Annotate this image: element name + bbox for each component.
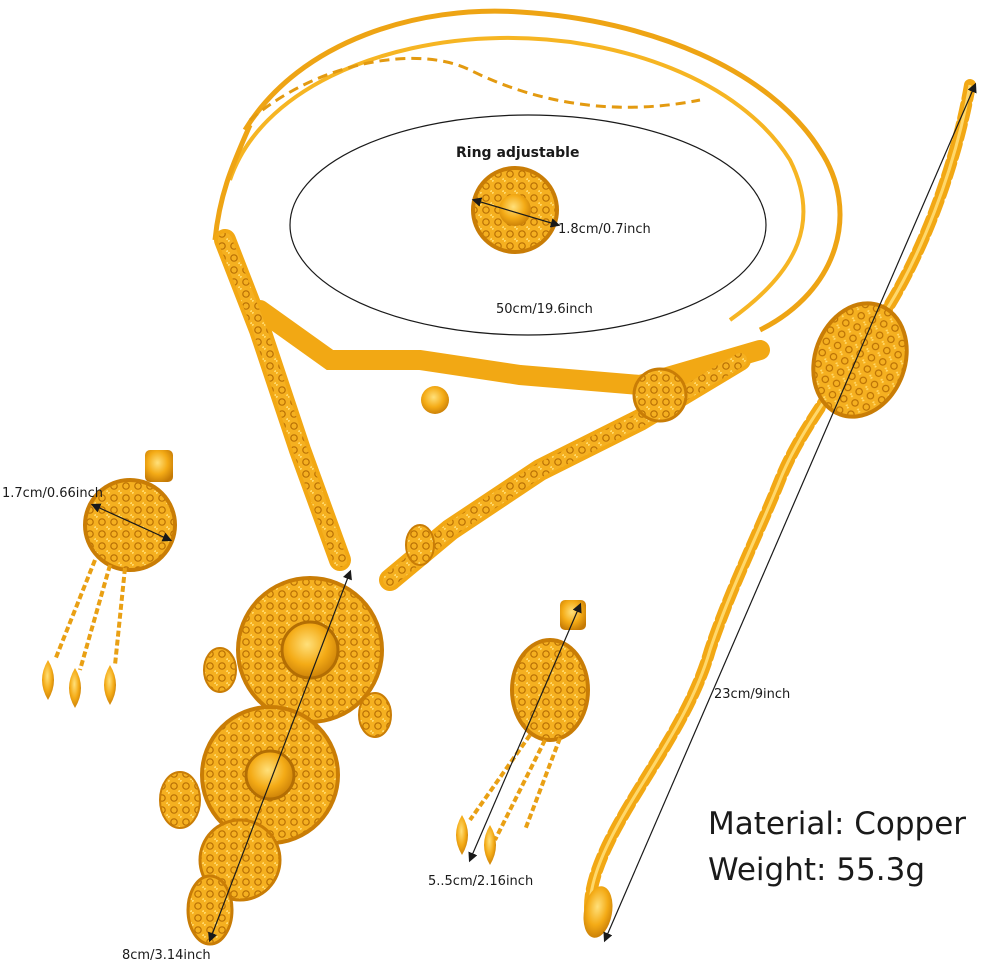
ring-title-label: Ring adjustable: [456, 145, 580, 161]
weight-spec: Weight: 55.3g: [708, 852, 925, 888]
right-earring: [456, 600, 590, 865]
earring-width-line: [90, 503, 173, 542]
ring-size-label: 1.8cm/0.7inch: [558, 222, 651, 237]
pendant-length-label: 8cm/3.14inch: [122, 948, 211, 963]
necklace-strands: [214, 229, 770, 591]
pendant-length-line: [208, 569, 352, 943]
measurement-lines: [90, 82, 977, 943]
ring: [471, 166, 559, 254]
earring-length-label: 5..5cm/2.16inch: [428, 874, 534, 889]
bracelet-length-line: [603, 82, 977, 943]
bracelet-length-label: 23cm/9inch: [714, 687, 791, 702]
earring-length-line: [468, 602, 582, 863]
material-spec: Material: Copper: [708, 806, 967, 842]
earring-width-label: 1.7cm/0.66inch: [2, 486, 104, 501]
ring-size-line: [471, 197, 561, 228]
necklace-length-label: 50cm/19.6inch: [496, 302, 593, 317]
